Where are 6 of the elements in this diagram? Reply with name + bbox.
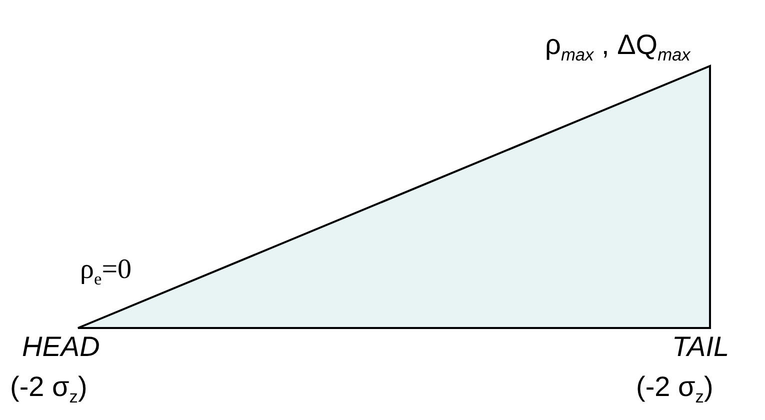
head-label: HEAD [22,332,100,363]
head-position-label: (-2 σ$_{z}$) [10,372,88,407]
tail-position-label: (-2 σ$_{z}$) [636,372,714,407]
peak-density-label: ρ$_{max}$ , ΔQ$_{max}$ [545,30,690,65]
zero-density-label: ρ$_{e}$=0 [80,255,132,289]
tail-label: TAIL [672,332,730,363]
